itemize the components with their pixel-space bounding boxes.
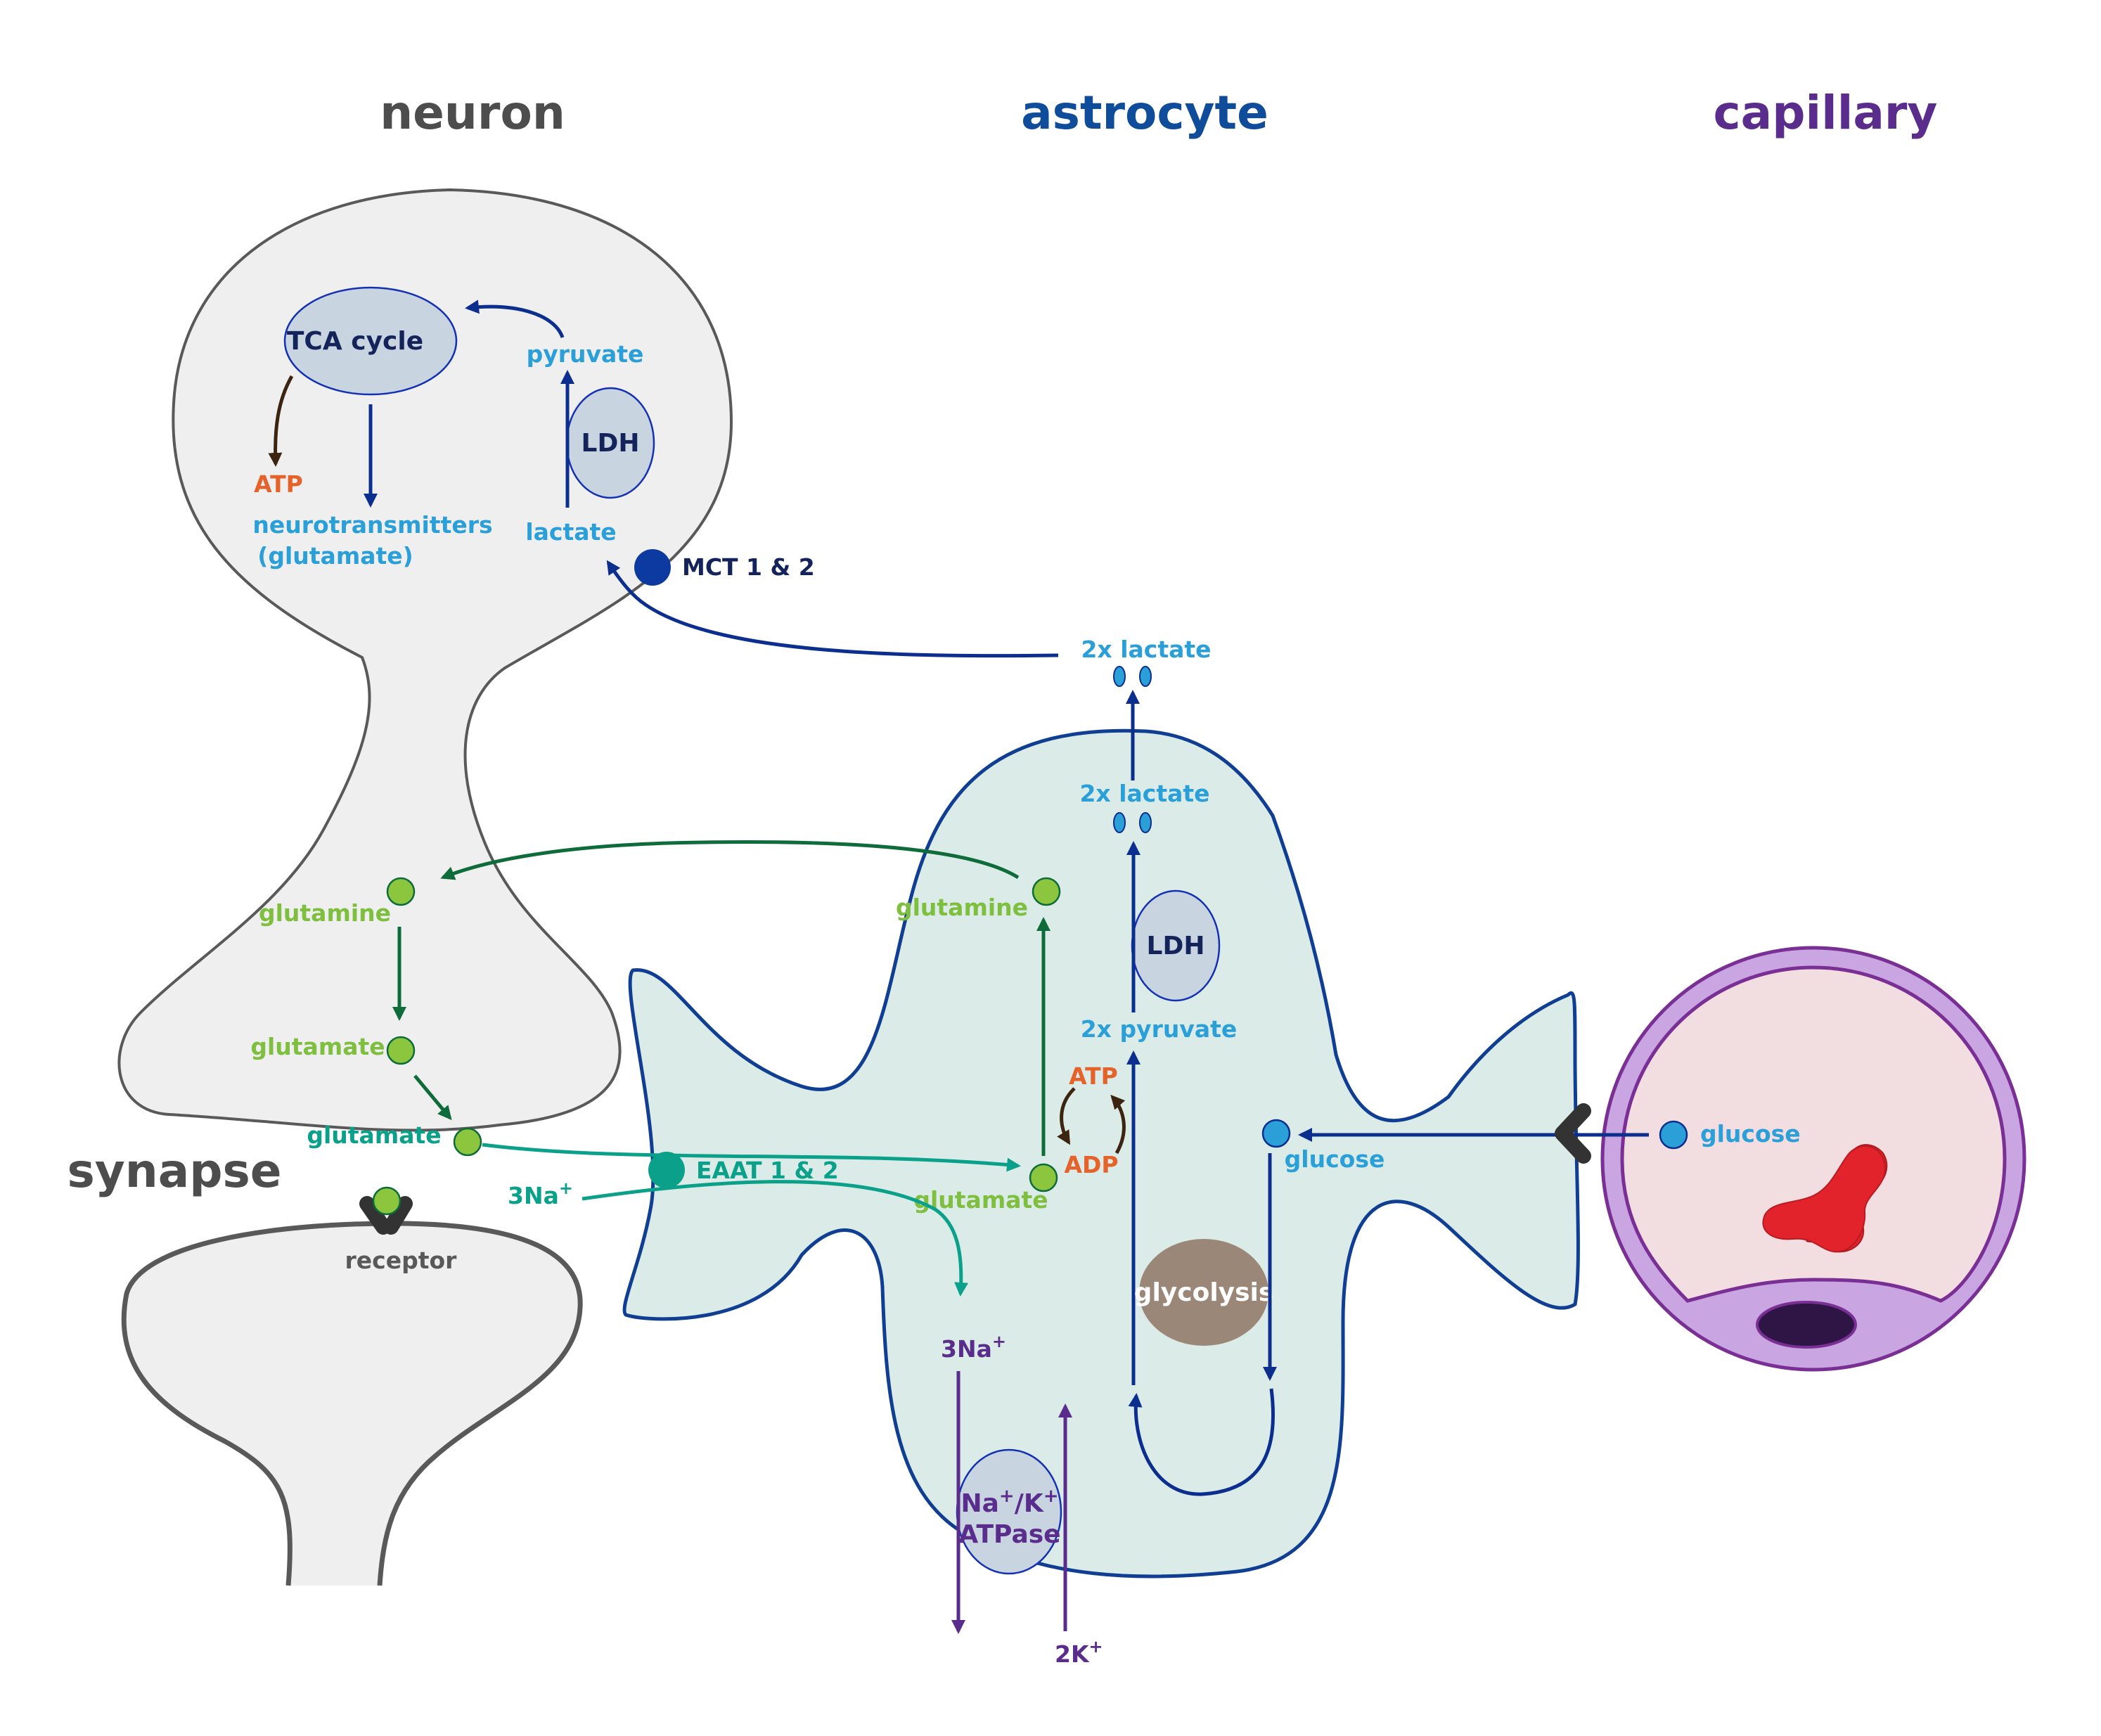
pyruvate-to-tca-arrow [465, 300, 565, 338]
endothelial-nucleus [1756, 1301, 1857, 1349]
tca-cycle-label: TCA cycle [287, 327, 423, 356]
neuron-title: neuron [380, 86, 565, 140]
neuron-ldh-label: LDH [582, 429, 640, 458]
postsynaptic-terminal [124, 1223, 581, 1586]
astro-glutamine-label: glutamine [896, 894, 1028, 921]
lactate-in-molecule-2 [1139, 812, 1152, 833]
k-in-label: 2K+ [1055, 1637, 1103, 1668]
astro-pyruvate-label: 2x pyruvate [1081, 1015, 1238, 1043]
glutamine-shuttle-arrow [440, 840, 1020, 880]
receptor-label: receptor [345, 1247, 458, 1274]
astro-ldh-label: LDH [1147, 932, 1205, 960]
adp-to-atp-arrow [1110, 1095, 1126, 1155]
atp-to-adp-arrow [1057, 1087, 1076, 1145]
glycolysis-loop-arrow [1128, 1388, 1276, 1496]
na-k-atpase-line1: Na+/K+ [960, 1486, 1058, 1518]
astro-glucose-dot [1261, 1119, 1291, 1148]
lactate-out-molecule-2 [1139, 666, 1152, 687]
neuron-glutamate-label: glutamate [250, 1033, 385, 1060]
synaptic-glutamate-label: glutamate [307, 1121, 441, 1149]
red-blood-cell-shape [1762, 1145, 1887, 1253]
lactate-in-molecule-1 [1113, 812, 1126, 833]
astro-adp-label: ADP [1064, 1151, 1118, 1178]
synaptic-glutamate-dot [453, 1127, 482, 1157]
glucose-transporter [1555, 1103, 1591, 1164]
synapse-title: synapse [67, 1144, 281, 1198]
sodium-cotransport-arrow [582, 1180, 969, 1297]
glycolysis-label: glycolysis [1134, 1278, 1274, 1307]
capillary-glucose-dot [1659, 1120, 1688, 1150]
na-in-label: 3Na+ [508, 1178, 573, 1209]
neurotransmitters-sublabel: (glutamate) [257, 542, 413, 570]
receptor-right-arm [383, 1196, 413, 1235]
glutamate-release-arrow [413, 1074, 452, 1121]
mct-label: MCT 1 & 2 [682, 553, 815, 581]
astrocyte-body [622, 728, 1580, 1579]
neuron-pyruvate-label: pyruvate [527, 340, 644, 368]
glycolysis-node [1139, 1239, 1268, 1346]
neurotransmitters-label: neurotransmitters [252, 511, 492, 539]
receptor-bound-glutamate [372, 1186, 401, 1216]
neuron-atp-label: ATP [254, 470, 303, 498]
astro-glutamine-dot [1032, 877, 1061, 906]
capillary-lumen [1620, 965, 2007, 1303]
astro-glucose-label: glucose [1285, 1145, 1385, 1173]
lactate-out-molecule-1 [1113, 666, 1126, 687]
lactate-out-label: 2x lactate [1081, 636, 1211, 663]
lactate-shuttle-arrow [606, 560, 1059, 658]
na-out-label: 3Na+ [941, 1332, 1006, 1363]
neuron-glutamate-dot [386, 1036, 416, 1065]
capillary-title: capillary [1714, 86, 1938, 140]
astrocyte-title: astrocyte [1021, 86, 1268, 140]
na-k-atpase-line2: ATPase [958, 1520, 1060, 1549]
neuron-glutamine-label: glutamine [259, 899, 391, 927]
receptor-left-arm [359, 1196, 391, 1235]
tca-cycle-node [283, 286, 458, 396]
glutamate-uptake-arrow [482, 1143, 1021, 1172]
capillary-glucose-label: glucose [1700, 1120, 1801, 1147]
eaat-transporter [648, 1152, 685, 1188]
eaat-label: EAAT 1 & 2 [696, 1157, 839, 1184]
mct-transporter [634, 549, 671, 586]
neuron-lactate-label: lactate [525, 518, 616, 546]
tca-to-atp-arrow [268, 375, 294, 467]
astro-atp-label: ATP [1069, 1062, 1118, 1090]
lactate-in-label: 2x lactate [1079, 780, 1209, 807]
neuron-glutamine-dot [386, 877, 416, 906]
astro-glutamate-dot [1029, 1163, 1058, 1192]
